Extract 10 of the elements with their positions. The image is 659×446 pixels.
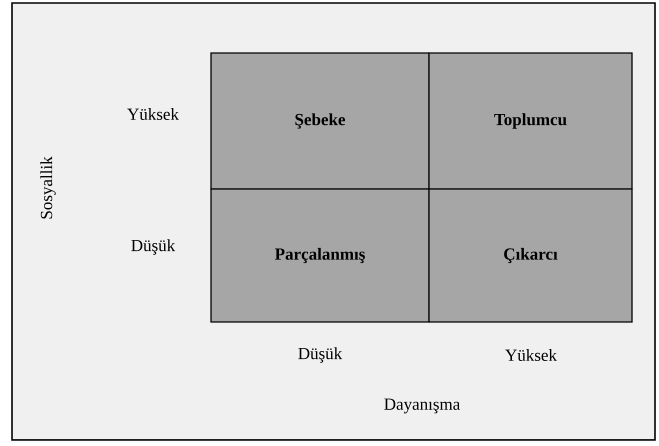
axis-label: Yüksek: [505, 349, 557, 361]
axis-label: Yüksek: [127, 108, 179, 120]
matrix-cell: Çıkarcı: [428, 188, 633, 323]
matrix-cell: Parçalanmış: [210, 188, 430, 323]
axis-label: Dayanışma: [384, 398, 460, 414]
axis-label: Düşük: [131, 239, 176, 255]
matrix-cell: Şebeke: [210, 52, 430, 190]
axis-label: Düşük: [298, 347, 342, 363]
axis-label: Sosyallik: [40, 156, 56, 218]
matrix-cell: Toplumcu: [428, 52, 633, 190]
